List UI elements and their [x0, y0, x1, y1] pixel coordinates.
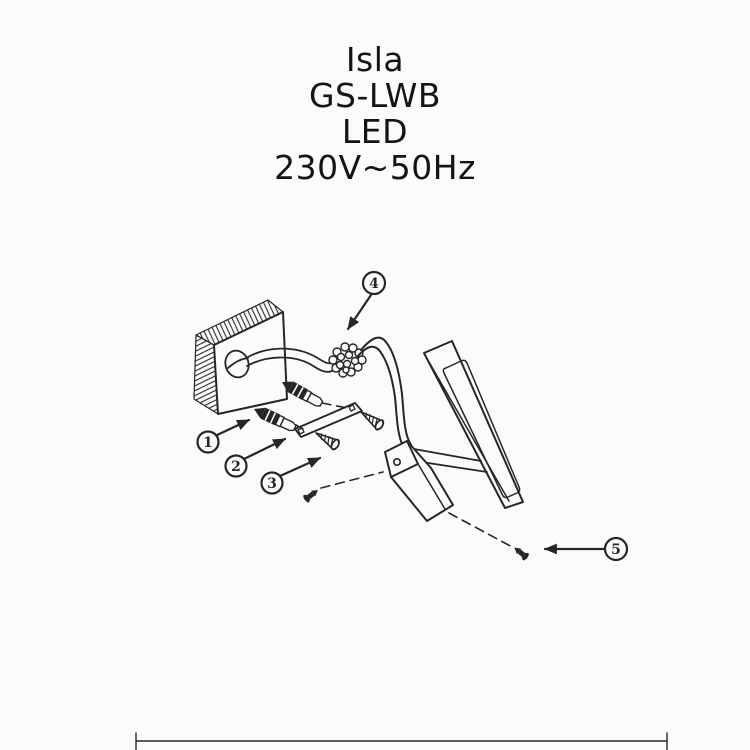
bracket-screw-right [360, 411, 385, 431]
bracket-screw-middle [315, 432, 340, 451]
fixture-cable [356, 336, 415, 454]
bottom-table-border [135, 732, 668, 750]
callout-5: 5 [543, 536, 629, 562]
callout-3-number: 3 [267, 476, 277, 492]
callout-1: 1 [196, 418, 251, 454]
product-title-block: Isla GS-LWB LED 230V~50Hz [2, 42, 748, 186]
lamp-bar [423, 340, 524, 509]
base-fixing-screw [303, 489, 318, 503]
callout-1-number: 1 [203, 435, 213, 451]
product-voltage: 230V~50Hz [274, 148, 476, 187]
mounting-bracket [294, 402, 363, 438]
lamp-diffuser [442, 359, 521, 499]
wall-anchor-lower [254, 407, 297, 432]
wall-cable-hole [224, 349, 250, 379]
wall-panel [193, 299, 288, 415]
wall-anchor-upper [282, 381, 324, 407]
callout-4-number: 4 [369, 276, 379, 292]
callout-2-number: 2 [231, 459, 241, 475]
alignment-dashed-lines [295, 402, 515, 549]
product-name: Isla [345, 40, 405, 79]
callout-3: 3 [260, 456, 322, 495]
callout-2: 2 [224, 437, 287, 478]
product-lamp-type: LED [341, 112, 409, 151]
product-model: GS-LWB [308, 76, 442, 115]
fixture-base [384, 440, 454, 522]
mains-wire [227, 347, 335, 373]
callout-4: 4 [346, 270, 387, 331]
wire-connector-cluster [328, 342, 367, 378]
base-screw-hole [392, 457, 401, 466]
callout-5-number: 5 [611, 542, 621, 558]
bottom-fixing-screw [514, 547, 529, 561]
